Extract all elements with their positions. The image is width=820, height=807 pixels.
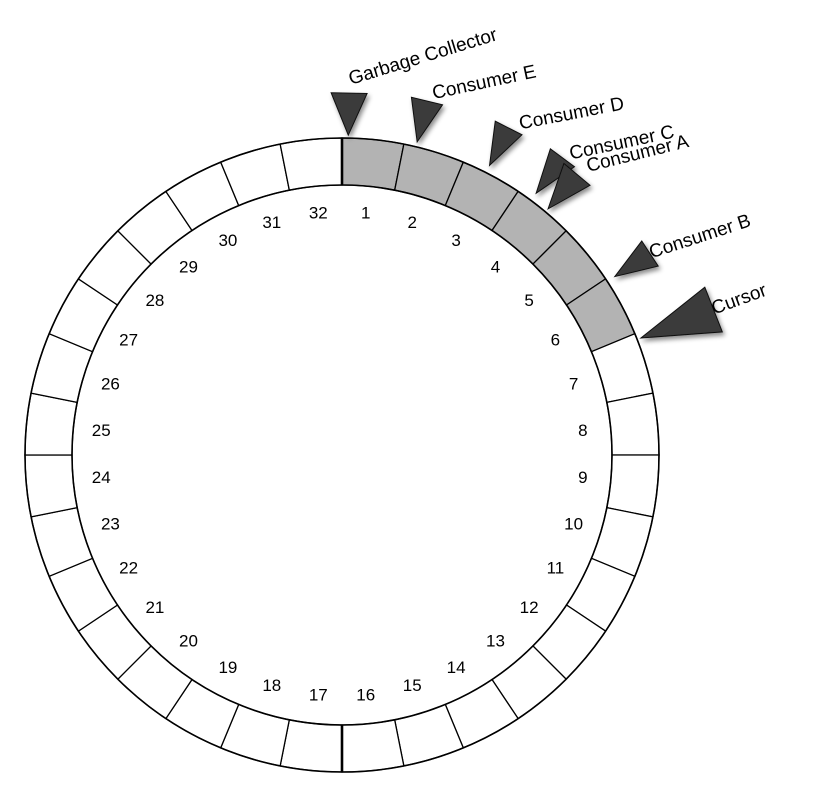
slot-number-5: 5 bbox=[524, 291, 533, 310]
ring-inner-edge bbox=[71, 184, 613, 726]
slot-17 bbox=[279, 719, 343, 773]
slot-8 bbox=[606, 392, 660, 456]
slot-number-15: 15 bbox=[403, 676, 422, 695]
pointer-garbage-collector-arrow bbox=[330, 92, 368, 137]
slot-number-11: 11 bbox=[547, 559, 565, 578]
slot-number-8: 8 bbox=[578, 421, 587, 440]
pointer-consumer-b: Consumer B bbox=[613, 211, 754, 278]
slot-25 bbox=[24, 392, 78, 456]
slot-number-10: 10 bbox=[564, 515, 583, 534]
slot-number-2: 2 bbox=[407, 213, 416, 232]
slot-number-23: 23 bbox=[101, 515, 120, 534]
slot-number-24: 24 bbox=[92, 468, 111, 487]
slot-number-19: 19 bbox=[218, 658, 237, 677]
slot-number-16: 16 bbox=[356, 685, 375, 704]
slot-24 bbox=[24, 454, 78, 518]
slot-number-22: 22 bbox=[119, 559, 138, 578]
pointer-consumer-b-label: Consumer B bbox=[647, 211, 754, 264]
slot-number-27: 27 bbox=[119, 330, 138, 349]
pointer-consumer-b-arrow bbox=[613, 240, 659, 278]
slot-number-25: 25 bbox=[92, 421, 111, 440]
slot-16 bbox=[341, 719, 405, 773]
slot-number-32: 32 bbox=[309, 204, 328, 223]
slot-number-31: 31 bbox=[262, 213, 281, 232]
slot-number-6: 6 bbox=[551, 330, 560, 349]
slot-number-4: 4 bbox=[491, 257, 500, 276]
slot-number-20: 20 bbox=[179, 632, 198, 651]
slot-number-26: 26 bbox=[101, 374, 120, 393]
slot-32 bbox=[279, 137, 343, 191]
slot-number-1: 1 bbox=[361, 204, 370, 223]
pointer-cursor-label: Cursor bbox=[709, 280, 770, 319]
slot-number-14: 14 bbox=[447, 658, 466, 677]
slot-number-28: 28 bbox=[145, 291, 164, 310]
slot-number-7: 7 bbox=[569, 374, 578, 393]
slot-number-30: 30 bbox=[218, 231, 237, 250]
slot-number-9: 9 bbox=[578, 468, 587, 487]
slot-number-12: 12 bbox=[520, 598, 539, 617]
slot-9 bbox=[606, 454, 660, 518]
pointer-consumer-e: Consumer E bbox=[410, 61, 538, 144]
slot-1 bbox=[341, 137, 405, 191]
pointer-consumer-e-label: Consumer E bbox=[430, 61, 538, 103]
pointer-cursor: Cursor bbox=[639, 280, 770, 339]
slot-number-21: 21 bbox=[145, 598, 164, 617]
pointer-consumer-c-arrow bbox=[535, 148, 576, 195]
pointer-consumer-e-arrow bbox=[410, 96, 444, 144]
pointer-consumer-d-label: Consumer D bbox=[517, 93, 626, 134]
slot-number-17: 17 bbox=[309, 685, 328, 704]
pointer-consumer-a-arrow bbox=[547, 162, 591, 210]
pointer-consumer-d-arrow bbox=[488, 120, 523, 167]
slot-number-29: 29 bbox=[179, 257, 198, 276]
ring-slots bbox=[24, 137, 660, 773]
slot-number-13: 13 bbox=[486, 632, 505, 651]
slot-number-3: 3 bbox=[451, 231, 460, 250]
slot-number-18: 18 bbox=[262, 676, 281, 695]
ring-outer-edge bbox=[24, 137, 660, 773]
pointer-cursor-arrow bbox=[639, 286, 724, 339]
